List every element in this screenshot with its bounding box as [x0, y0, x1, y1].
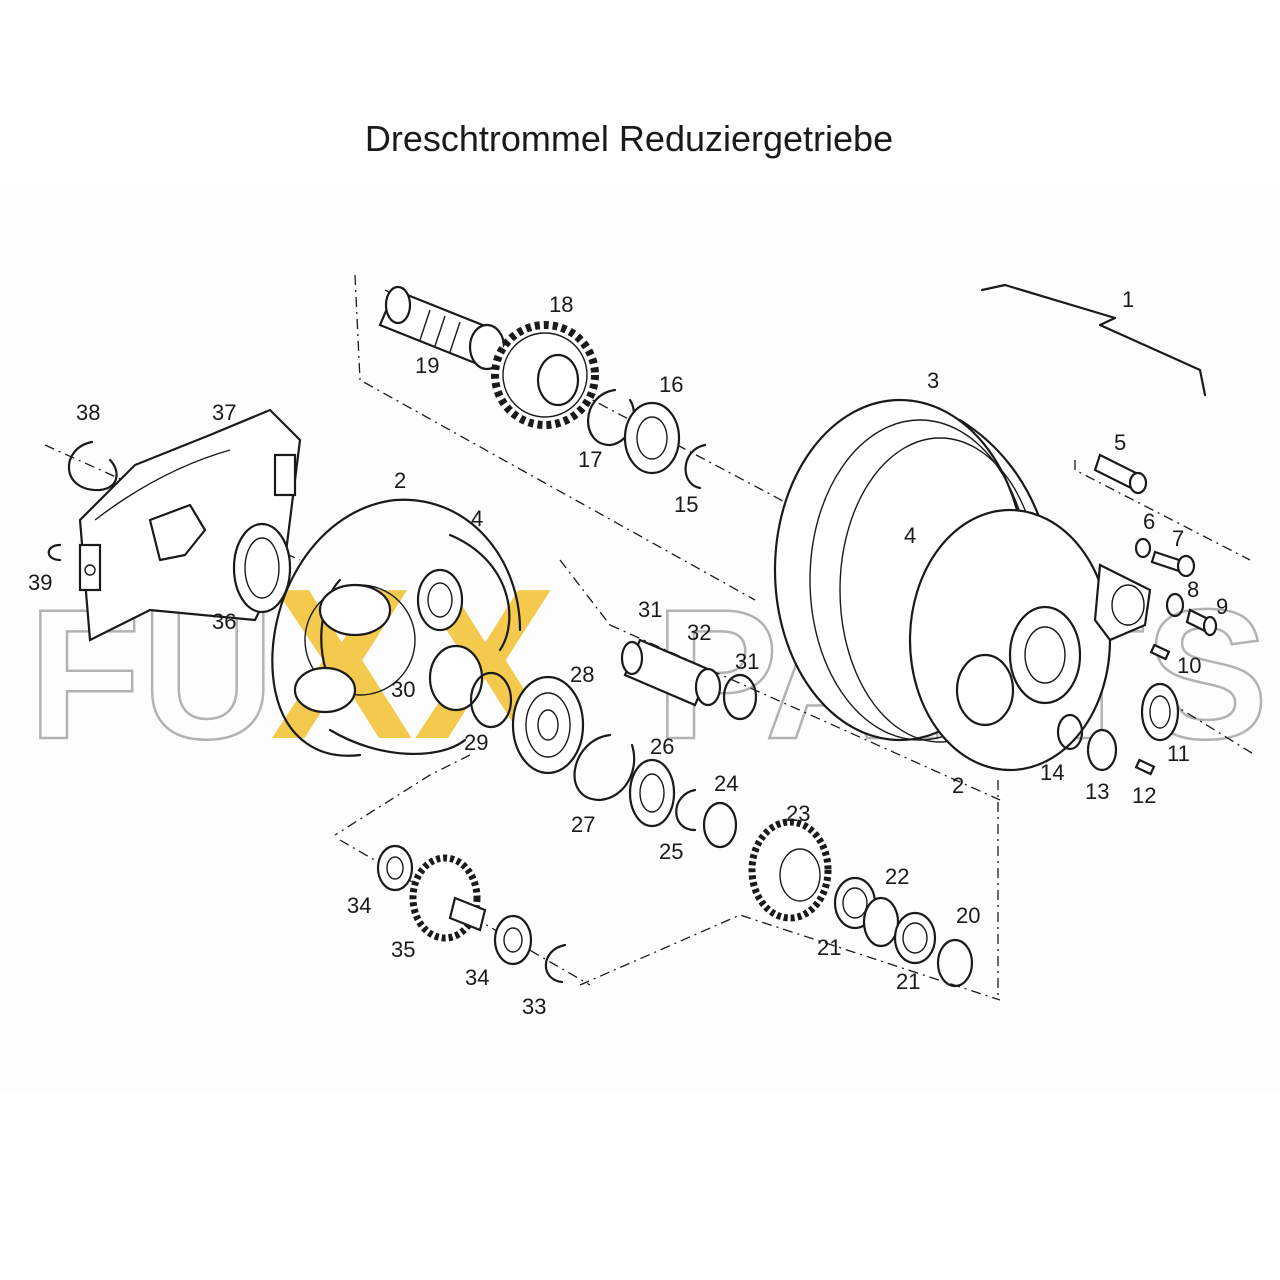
circlip-33: [544, 943, 567, 984]
callout-12: 12: [1132, 783, 1156, 808]
circlip-27: [573, 733, 636, 802]
callout-4-left: 4: [471, 506, 483, 531]
callout-2-left: 2: [394, 468, 406, 493]
cap-13: [1086, 728, 1118, 772]
callout-36: 36: [212, 609, 236, 634]
bearing-26: [628, 758, 676, 828]
callouts: 1 2 2 3 4 4 5 6 7 8 9 10 11 12 13 14 15 …: [28, 287, 1228, 1019]
callout-13: 13: [1085, 779, 1109, 804]
seal-29-ring: [428, 644, 484, 712]
callout-35: 35: [391, 937, 415, 962]
circlip-15: [684, 443, 707, 490]
gear-35: [409, 854, 487, 942]
callout-5: 5: [1114, 430, 1126, 455]
callout-20: 20: [956, 903, 980, 928]
bolt-7: [1150, 550, 1196, 578]
callout-10: 10: [1177, 653, 1201, 678]
needle-bearing-21-right: [893, 911, 937, 965]
flange-plate-2-left: [271, 498, 522, 757]
gear-18: [491, 321, 599, 429]
watermark-xx: XX: [270, 543, 557, 784]
callout-7: 7: [1172, 526, 1184, 551]
callout-26: 26: [650, 734, 674, 759]
callout-21-left: 21: [817, 935, 841, 960]
seal-36: [232, 522, 292, 614]
callout-39: 39: [28, 570, 52, 595]
callout-34-right: 34: [465, 965, 489, 990]
bearing-16: [623, 401, 681, 475]
ring-24: [702, 801, 738, 849]
callout-23: 23: [786, 801, 810, 826]
callout-34-left: 34: [347, 893, 371, 918]
gear-23: [748, 818, 832, 922]
callout-29: 29: [464, 730, 488, 755]
bearing-30: [416, 568, 464, 632]
callout-21-right: 21: [896, 969, 920, 994]
callout-3: 3: [927, 368, 939, 393]
bearing-28: [511, 675, 585, 775]
callout-18: 18: [549, 292, 573, 317]
callout-leader-1: [980, 283, 1207, 397]
callout-9: 9: [1216, 594, 1228, 619]
seal-11: [1140, 682, 1180, 742]
page-title: Dreschtrommel Reduziergetriebe: [364, 118, 894, 159]
circlip-39: [47, 543, 62, 562]
plug-5: [1093, 453, 1148, 495]
callout-33: 33: [522, 994, 546, 1019]
callout-25: 25: [659, 839, 683, 864]
callout-37: 37: [212, 400, 236, 425]
washer-6: [1134, 537, 1152, 559]
callout-11: 11: [1167, 741, 1190, 766]
callout-4-right: 4: [904, 523, 916, 548]
o-ring-29: [469, 671, 513, 729]
bearing-34-left: [376, 844, 414, 892]
callout-32: 32: [687, 620, 711, 645]
sleeve-22: [862, 896, 900, 948]
callout-17: 17: [578, 447, 602, 472]
callout-8: 8: [1187, 577, 1199, 602]
callout-38: 38: [76, 400, 100, 425]
callout-31-left: 31: [638, 597, 662, 622]
gasket-4-left: [448, 533, 511, 652]
bearing-34-right: [493, 914, 533, 966]
callout-6: 6: [1143, 509, 1155, 534]
o-ring-14: [1056, 713, 1084, 751]
washer-8: [1165, 592, 1185, 618]
callout-24: 24: [714, 771, 738, 796]
callout-28: 28: [570, 662, 594, 687]
callout-22: 22: [885, 864, 909, 889]
callout-19: 19: [415, 353, 439, 378]
circlip-25: [675, 788, 697, 832]
callout-27: 27: [571, 812, 595, 837]
circlip-38: [67, 440, 118, 492]
callout-14: 14: [1040, 760, 1064, 785]
callout-31-right: 31: [735, 649, 759, 674]
pin-10: [1149, 643, 1171, 661]
pin-32: [620, 638, 722, 707]
plug-9: [1185, 608, 1218, 637]
callout-15: 15: [674, 492, 698, 517]
pin-12: [1134, 758, 1156, 776]
ring-31-right: [722, 673, 758, 721]
callout-1: 1: [1122, 287, 1134, 312]
callout-2-right: 2: [952, 773, 964, 798]
callout-16: 16: [659, 372, 683, 397]
callout-30: 30: [391, 677, 415, 702]
ring-20: [936, 938, 974, 988]
drum-housing-3: [773, 398, 1152, 772]
